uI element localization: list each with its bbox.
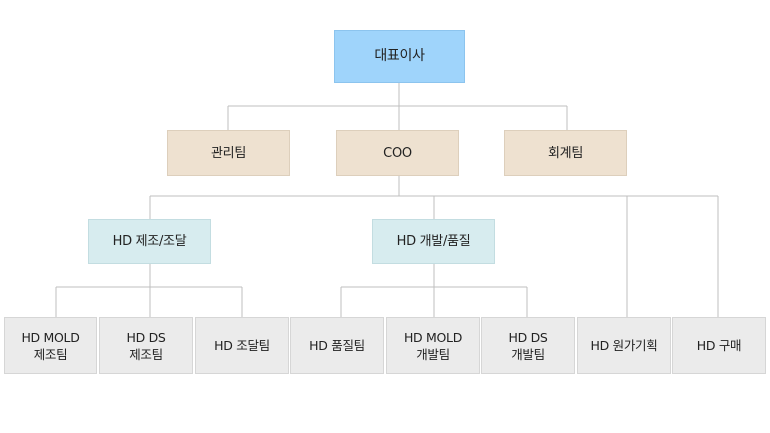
accounting-team-label: 회계팀	[548, 145, 583, 161]
hd-quality-team-box: HD 품질팀	[290, 317, 384, 374]
hd-manufacturing-procurement-label: HD 제조/조달	[112, 234, 187, 249]
hd-procurement-team-box: HD 조달팀	[195, 317, 289, 374]
hd-ds-manufacturing-team-label: HD DS 제조팀	[126, 329, 166, 362]
hd-cost-planning-box: HD 원가기획	[577, 317, 671, 374]
coo-box: COO	[336, 130, 459, 176]
hd-cost-planning-label: HD 원가기획	[590, 338, 658, 353]
management-team-label: 관리팀	[211, 145, 246, 161]
hd-purchasing-box: HD 구매	[672, 317, 766, 374]
management-team-box: 관리팀	[167, 130, 290, 176]
hd-development-quality-label: HD 개발/품질	[396, 234, 471, 249]
hd-quality-team-label: HD 품질팀	[309, 338, 365, 353]
hd-ds-development-team-box: HD DS 개발팀	[481, 317, 575, 374]
hd-purchasing-label: HD 구매	[696, 338, 742, 353]
coo-label: COO	[383, 145, 412, 161]
hd-ds-development-team-label: HD DS 개발팀	[508, 329, 548, 362]
hd-mold-development-team-label: HD MOLD 개발팀	[403, 329, 463, 362]
ceo-label: 대표이사	[374, 48, 425, 64]
hd-mold-manufacturing-team-label: HD MOLD 제조팀	[21, 329, 80, 362]
hd-development-quality-box: HD 개발/품질	[372, 219, 495, 264]
accounting-team-box: 회계팀	[504, 130, 627, 176]
hd-mold-development-team-box: HD MOLD 개발팀	[386, 317, 480, 374]
hd-procurement-team-label: HD 조달팀	[214, 338, 270, 353]
hd-ds-manufacturing-team-box: HD DS 제조팀	[99, 317, 193, 374]
hd-mold-manufacturing-team-box: HD MOLD 제조팀	[4, 317, 97, 374]
ceo-box: 대표이사	[334, 30, 465, 83]
hd-manufacturing-procurement-box: HD 제조/조달	[88, 219, 211, 264]
